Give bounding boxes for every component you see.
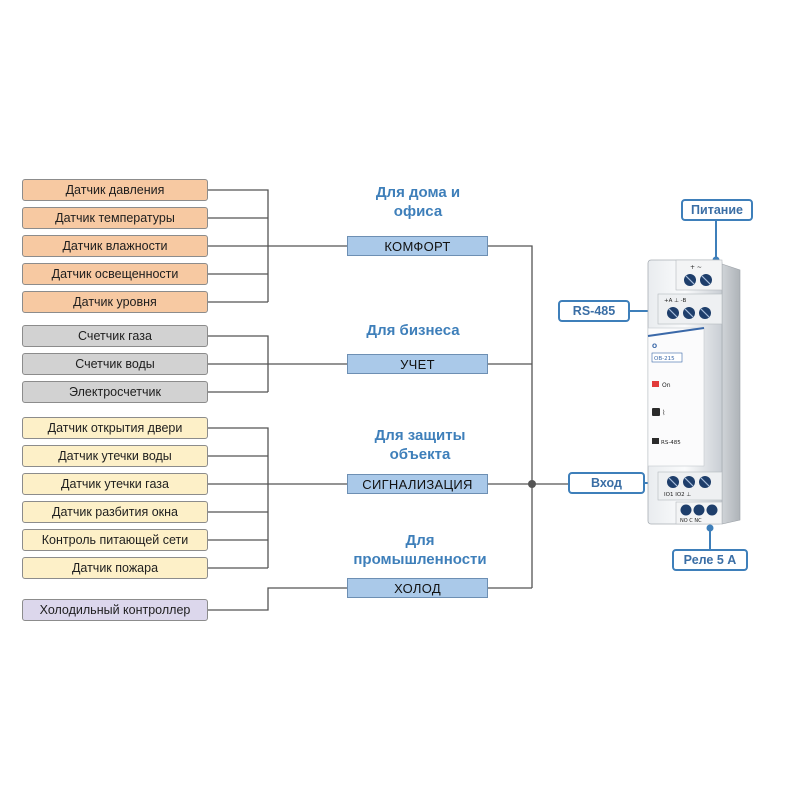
heading-line: Для дома и (375, 184, 461, 201)
callout-rs485: RS-485 (558, 300, 630, 322)
heading-line: Для бизнеса (366, 322, 460, 339)
meter-gas: Счетчик газа (22, 325, 208, 347)
alarm-bus (208, 427, 347, 569)
meter-water: Счетчик воды (22, 353, 208, 375)
category-cold: ХОЛОД (347, 578, 488, 598)
led-on-label: On (662, 382, 671, 389)
led-rs-icon (652, 438, 659, 444)
sensor-fire: Датчик пожара (22, 557, 208, 579)
brand-logo-icon: O (652, 343, 657, 350)
sensor-gas-leak: Датчик утечки газа (22, 473, 208, 495)
sensor-mains: Контроль питающей сети (22, 529, 208, 551)
svg-text:+ ~: + ~ (690, 264, 702, 271)
meter-electric: Электросчетчик (22, 381, 208, 403)
screw-icon (693, 504, 705, 516)
sensor-pressure: Датчик давления (22, 179, 208, 201)
main-bus (488, 245, 568, 589)
heading-line: офиса (393, 203, 443, 220)
heading-line: Для (405, 532, 435, 549)
io-terminal-labels: IO1 IO2 ⊥ (664, 492, 691, 498)
led-on-icon (652, 381, 659, 387)
sensor-humidity: Датчик влажности (22, 235, 208, 257)
relay-terminal-labels: NO C NC (680, 518, 702, 524)
sensor-water-leak: Датчик утечки воды (22, 445, 208, 467)
sensor-level: Датчик уровня (22, 291, 208, 313)
fridge-controller: Холодильный контроллер (22, 599, 208, 621)
heading-home-office: Для дома и офиса (318, 183, 518, 221)
heading-security: Для защиты объекта (320, 426, 520, 464)
sensor-door: Датчик открытия двери (22, 417, 208, 439)
cold-bus (208, 587, 347, 611)
category-accounting: УЧЕТ (347, 354, 488, 374)
callout-relay: Реле 5 А (672, 549, 748, 571)
callout-input: Вход (568, 472, 645, 494)
heading-business: Для бизнеса (313, 321, 513, 340)
sensor-temperature: Датчик температуры (22, 207, 208, 229)
heading-line: объекта (389, 446, 451, 463)
sensor-glass-break: Датчик разбития окна (22, 501, 208, 523)
screw-icon (706, 504, 718, 516)
heading-line: Для защиты (374, 427, 466, 444)
device-model: ОВ-215 (654, 356, 675, 362)
heading-line: промышленности (353, 551, 487, 568)
category-comfort: КОМФОРТ (347, 236, 488, 256)
din-rail-device: + ~ +A ⊥ -B O ОВ-215 On ⌇ RS-485 IO1 IO2… (647, 259, 741, 525)
svg-text:⌇: ⌇ (662, 409, 665, 417)
accounting-bus (208, 335, 347, 393)
relay-dot (706, 524, 714, 532)
heading-industry: Для промышленности (320, 531, 520, 569)
button-icon (652, 408, 660, 416)
category-alarm: СИГНАЛИЗАЦИЯ (347, 474, 488, 494)
rs-terminal-labels: +A ⊥ -B (664, 298, 686, 304)
callout-power: Питание (681, 199, 753, 221)
comfort-bus (208, 189, 347, 303)
junction-dot (528, 480, 536, 488)
sensor-light: Датчик освещенности (22, 263, 208, 285)
led-rs-label: RS-485 (661, 440, 681, 446)
screw-icon (680, 504, 692, 516)
